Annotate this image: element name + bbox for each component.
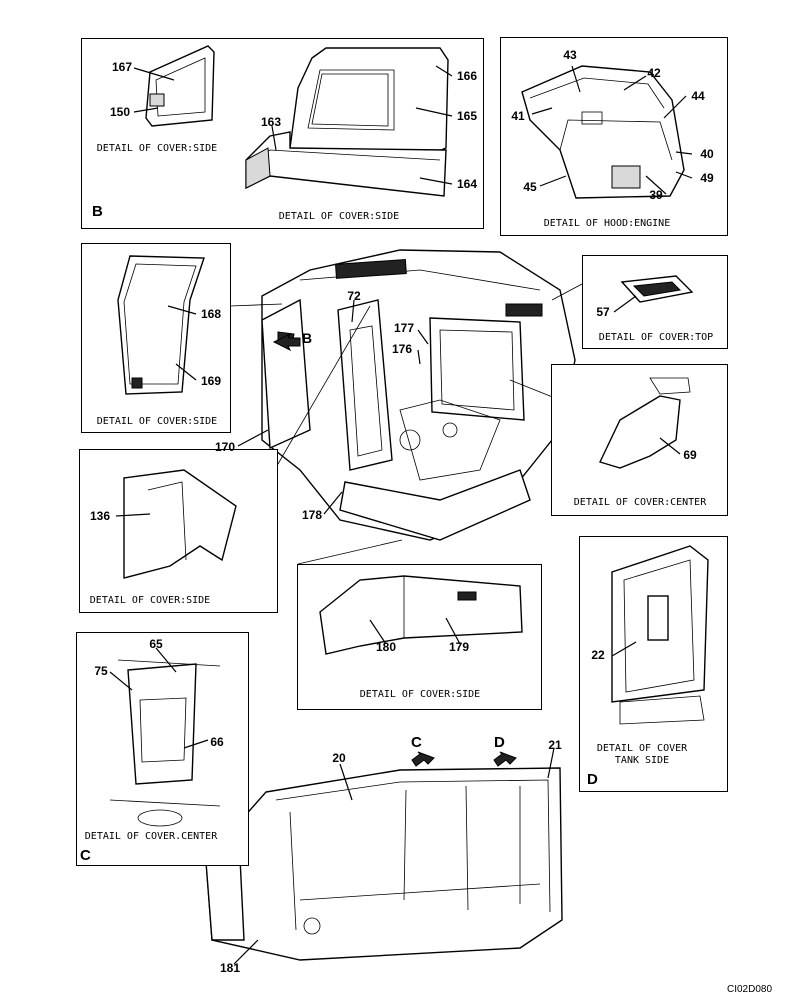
part-number-label: 178 <box>301 508 323 522</box>
panel-d-tank-side: DETAIL OF COVER TANK SIDE D <box>579 536 728 792</box>
part-number-label: 177 <box>393 321 415 335</box>
part-number-label: 20 <box>332 751 346 765</box>
view-letter: D <box>587 771 598 788</box>
view-arrow-c-label: C <box>411 734 422 751</box>
part-number-label: 164 <box>456 177 478 191</box>
panel-hood-engine: DETAIL OF HOOD:ENGINE <box>500 37 728 236</box>
part-number-label: 43 <box>563 48 577 62</box>
part-number-label: 179 <box>448 640 470 654</box>
part-number-label: 165 <box>456 109 478 123</box>
panel-cover-side-180: DETAIL OF COVER:SIDE <box>297 564 542 710</box>
part-number-label: 69 <box>683 448 697 462</box>
view-letter: B <box>92 203 103 220</box>
part-number-label: 163 <box>260 115 282 129</box>
panel-caption: DETAIL OF COVER:SIDE <box>96 143 218 154</box>
view-arrow-d-label: D <box>494 734 505 751</box>
part-number-label: 181 <box>219 961 241 975</box>
panel-caption: DETAIL OF COVER:TOP <box>598 332 714 343</box>
part-number-label: 44 <box>691 89 705 103</box>
panel-caption: DETAIL OF COVER.CENTER <box>84 831 218 842</box>
part-number-label: 72 <box>347 289 361 303</box>
part-number-label: 176 <box>391 342 413 356</box>
part-number-label: 41 <box>511 109 525 123</box>
panel-cover-side-168: DETAIL OF COVER:SIDE <box>81 243 231 433</box>
part-number-label: 168 <box>200 307 222 321</box>
panel-caption: DETAIL OF COVER:SIDE <box>359 689 481 700</box>
part-number-label: 166 <box>456 69 478 83</box>
panel-caption: DETAIL OF COVER:SIDE <box>96 416 218 427</box>
machine-body-drawing <box>261 249 576 541</box>
part-number-label: 22 <box>591 648 605 662</box>
part-number-label: 57 <box>596 305 610 319</box>
panel-caption: DETAIL OF COVER <box>596 743 688 754</box>
part-number-label: 170 <box>214 440 236 454</box>
drawing-code: CI02D080 <box>727 984 773 995</box>
part-number-label: 180 <box>375 640 397 654</box>
panel-caption: DETAIL OF COVER:SIDE <box>278 211 400 222</box>
part-number-label: 167 <box>111 60 133 74</box>
part-number-label: 39 <box>649 188 663 202</box>
panel-cover-center-69: DETAIL OF COVER:CENTER <box>551 364 728 516</box>
view-arrows <box>272 332 517 767</box>
view-letter: C <box>80 847 91 864</box>
part-number-label: 66 <box>210 735 224 749</box>
panel-b-cover-side: DETAIL OF COVER:SIDE DETAIL OF COVER:SID… <box>81 38 484 229</box>
panel-caption: TANK SIDE <box>614 755 670 766</box>
part-number-label: 21 <box>548 738 562 752</box>
part-number-label: 150 <box>109 105 131 119</box>
part-number-label: 169 <box>200 374 222 388</box>
part-number-label: 75 <box>94 664 108 678</box>
frame-drawing <box>205 767 563 961</box>
part-number-label: 136 <box>89 509 111 523</box>
part-number-label: 42 <box>647 66 661 80</box>
part-number-label: 45 <box>523 180 537 194</box>
panel-caption: DETAIL OF COVER:SIDE <box>89 595 211 606</box>
part-number-label: 40 <box>700 147 714 161</box>
part-number-label: 65 <box>149 637 163 651</box>
panel-caption: DETAIL OF HOOD:ENGINE <box>543 218 671 229</box>
part-number-label: 49 <box>700 171 714 185</box>
view-arrow-b-label: B <box>302 330 313 346</box>
panel-caption: DETAIL OF COVER:CENTER <box>573 497 707 508</box>
panel-cover-top: DETAIL OF COVER:TOP <box>582 255 728 349</box>
panel-cover-side-136: DETAIL OF COVER:SIDE <box>79 449 278 613</box>
